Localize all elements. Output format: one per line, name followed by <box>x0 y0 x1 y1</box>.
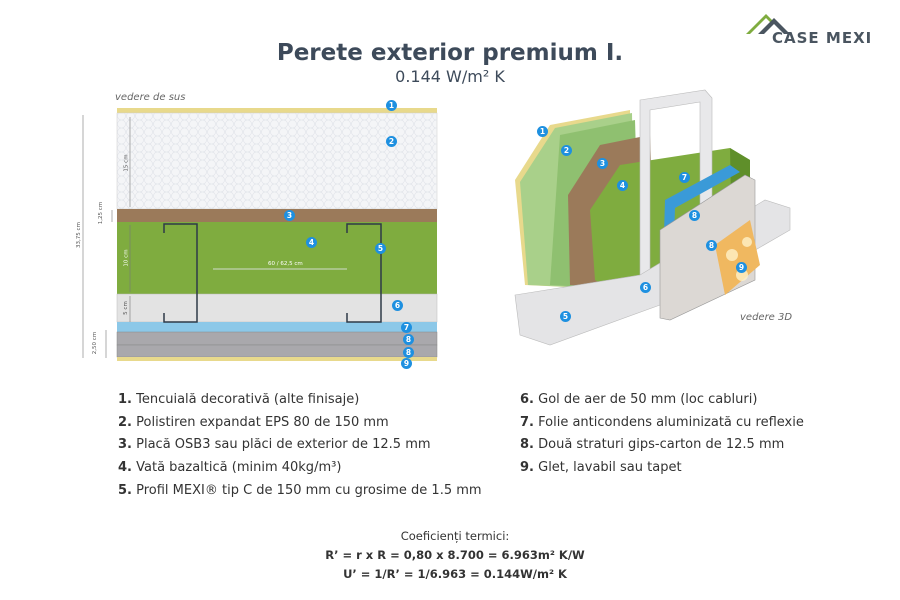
legend-item: 4. Vată bazaltică (minim 40kg/m³) <box>118 460 342 476</box>
marker-8: 8 <box>403 334 414 345</box>
top-view-label: vedere de sus <box>115 92 186 103</box>
layer-gips-2 <box>116 344 438 358</box>
c-profile-left <box>163 223 198 323</box>
marker-3d-1: 1 <box>537 126 548 137</box>
marker-2: 2 <box>386 136 397 147</box>
marker-3d-7: 7 <box>679 172 690 183</box>
thermal-coefficients: Coeficienți termici: R’ = r x R = 0,80 x… <box>0 527 900 584</box>
legend-left: 1. Tencuială decorativă (alte finisaje) … <box>118 389 482 503</box>
legend-item: 5. Profil MEXI® tip C de 150 mm cu grosi… <box>118 482 482 498</box>
legend-right: 6. Gol de aer de 50 mm (loc cabluri) 7. … <box>520 389 804 480</box>
marker-1: 1 <box>386 100 397 111</box>
layer-plaster <box>117 108 437 113</box>
layer-wool <box>117 222 437 294</box>
marker-3d-8b: 8 <box>706 240 717 251</box>
dim-eps: 15 cm <box>123 154 130 172</box>
view-3d-label: vedere 3D <box>740 312 793 323</box>
marker-7: 7 <box>401 322 412 333</box>
logo-house-icon <box>746 14 790 34</box>
marker-3d-2: 2 <box>561 145 572 156</box>
marker-3: 3 <box>284 210 295 221</box>
marker-3d-9: 9 <box>736 262 747 273</box>
layer-osb <box>117 209 437 222</box>
marker-3d-5: 5 <box>560 311 571 322</box>
dim-air: 5 cm <box>122 301 129 315</box>
marker-3d-4: 4 <box>617 180 628 191</box>
legend-item: 7. Folie anticondens aluminizată cu refl… <box>520 414 804 430</box>
top-view-section <box>82 108 438 361</box>
layer-gips-1 <box>116 331 438 346</box>
legend-item: 9. Glet, lavabil sau tapet <box>520 460 682 476</box>
legend-item: 2. Polistiren expandat EPS 80 de 150 mm <box>118 414 389 430</box>
coef-r-line: R’ = r x R = 0,80 x 8.700 = 6.963m² K/W <box>325 548 585 562</box>
dim-gips: 2,50 cm <box>92 331 99 355</box>
marker-8b: 8 <box>403 347 414 358</box>
marker-3d-6: 6 <box>640 282 651 293</box>
marker-9: 9 <box>401 358 412 369</box>
marker-4: 4 <box>306 237 317 248</box>
legend-item: 8. Două straturi gips-carton de 12.5 mm <box>520 437 785 453</box>
marker-3d-3: 3 <box>597 158 608 169</box>
dim-osb: 1,25 cm <box>98 201 105 225</box>
marker-3d-8: 8 <box>689 210 700 221</box>
legend-item: 6. Gol de aer de 50 mm (loc cabluri) <box>520 392 758 407</box>
3d-foil <box>662 165 740 302</box>
dim-spacing: 60 / 62,5 cm <box>268 261 303 267</box>
layer-foil <box>117 322 437 332</box>
coef-title: Coeficienți termici: <box>400 529 510 543</box>
legend-item: 3. Placă OSB3 sau plăci de exterior de 1… <box>118 437 431 453</box>
dim-total: 33,75 cm <box>75 222 82 248</box>
layer-air <box>116 293 438 323</box>
page-subtitle: 0.144 W/m² K <box>395 67 505 86</box>
layer-glet <box>117 357 437 361</box>
marker-6: 6 <box>392 300 403 311</box>
legend-item: 1. Tencuială decorativă (alte finisaje) <box>118 392 360 407</box>
logo-text: CASE MEXI <box>772 29 873 47</box>
page-title: Perete exterior premium I. <box>276 40 624 66</box>
dim-wool: 10 cm <box>123 249 130 267</box>
marker-5: 5 <box>375 243 386 254</box>
c-profile-right <box>346 223 382 323</box>
view-3d-illustration <box>514 89 791 346</box>
coef-u-line: U’ = 1/R’ = 1/6.963 = 0.144W/m² K <box>343 567 567 581</box>
